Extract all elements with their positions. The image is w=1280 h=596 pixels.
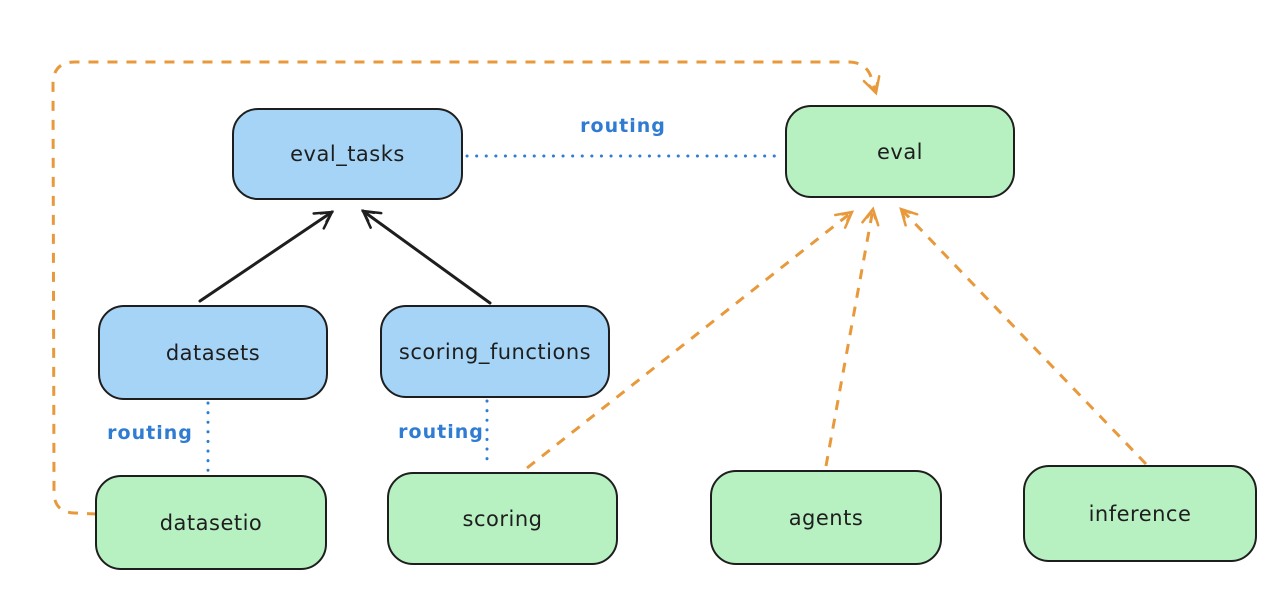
node-eval-tasks: eval_tasks	[232, 108, 463, 200]
node-datasetio-label: datasetio	[159, 510, 263, 535]
edge-datasetio-to-eval-loop	[51, 60, 881, 516]
edge-scoring-functions-to-eval-tasks	[360, 209, 492, 305]
edge-agents-to-eval	[824, 206, 880, 467]
node-scoring-label: scoring	[462, 506, 543, 531]
routing-label-scoring-functions-scoring: routing	[398, 421, 484, 443]
node-scoring-functions-label: scoring_functions	[398, 339, 592, 364]
node-datasetio: datasetio	[95, 475, 327, 570]
node-eval: eval	[785, 105, 1015, 198]
node-scoring: scoring	[387, 472, 618, 565]
node-datasets-label: datasets	[165, 340, 261, 365]
routing-label-datasets-datasetio: routing	[107, 422, 193, 444]
node-inference: inference	[1023, 465, 1257, 562]
node-eval-label: eval	[876, 139, 924, 164]
edge-inference-to-eval	[899, 207, 1148, 466]
edge-datasets-to-eval-tasks	[198, 210, 335, 303]
routing-label-eval-tasks-eval: routing	[580, 115, 666, 137]
node-agents: agents	[710, 470, 942, 565]
node-inference-label: inference	[1088, 501, 1192, 526]
node-datasets: datasets	[98, 305, 328, 400]
node-eval-tasks-label: eval_tasks	[290, 142, 405, 166]
node-scoring-functions: scoring_functions	[380, 305, 610, 398]
node-agents-label: agents	[788, 505, 864, 530]
